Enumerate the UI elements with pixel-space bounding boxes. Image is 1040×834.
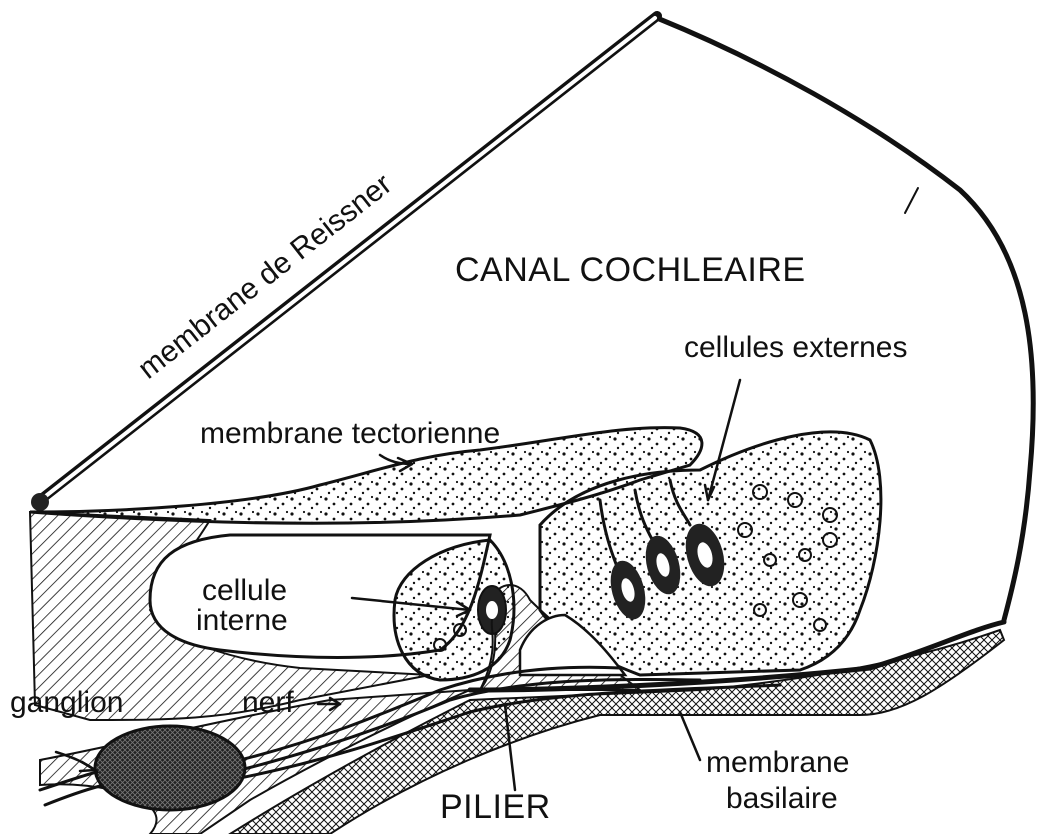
label-cellules-externes: cellules externes bbox=[684, 331, 907, 364]
reissner-anchor bbox=[31, 493, 49, 511]
label-nerf: nerf bbox=[242, 686, 294, 719]
label-membrane-basilaire-1: membrane bbox=[706, 746, 849, 779]
label-pilier: PILIER bbox=[440, 788, 551, 826]
label-cellule-interne-2: interne bbox=[196, 604, 288, 637]
label-ganglion: ganglion bbox=[10, 686, 123, 719]
label-canal-cochleaire: CANAL COCHLEAIRE bbox=[455, 251, 806, 289]
wall-tick-mark bbox=[905, 188, 918, 213]
label-membrane-tectorienne: membrane tectorienne bbox=[200, 417, 500, 450]
label-reissner-membrane: membrane de Reissner bbox=[132, 168, 398, 386]
label-membrane-basilaire-2: basilaire bbox=[726, 782, 838, 815]
label-cellule-interne-1: cellule bbox=[202, 574, 287, 607]
